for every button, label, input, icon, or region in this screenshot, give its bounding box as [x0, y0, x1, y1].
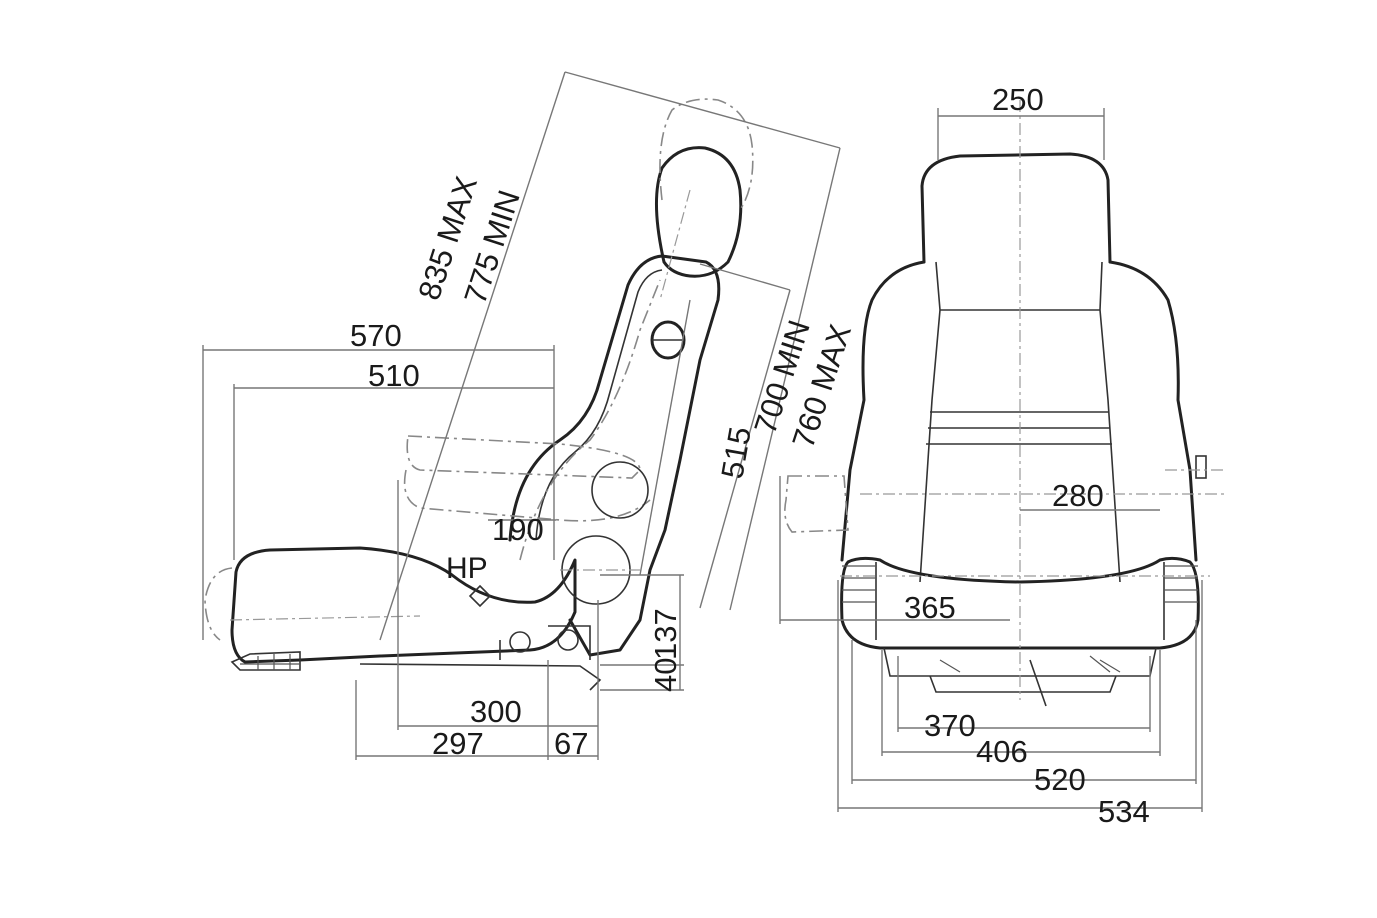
front-left-bolster [842, 565, 876, 603]
hp-label: HP [446, 552, 488, 585]
front-armrest-phantom [784, 475, 849, 533]
side-view: 570 510 835 MAX 775 MIN 700 MIN 760 MAX … [202, 71, 858, 761]
side-bolt-2 [557, 629, 579, 651]
side-armrest-phantom-2 [403, 469, 651, 522]
side-recliner-knob [561, 535, 631, 605]
side-headrest [655, 146, 743, 278]
dim-67-label: 67 [554, 726, 588, 761]
side-centerline-1 [229, 615, 421, 621]
side-slide-lever [230, 651, 301, 671]
dim-370-label: 370 [924, 708, 976, 743]
side-backrest-phantom [519, 279, 661, 561]
front-base-hatch [939, 655, 1121, 673]
dim-515-label: 515 [714, 424, 757, 481]
front-headrest [920, 152, 1112, 264]
side-slide-hatch [240, 654, 300, 670]
dim-534-label: 534 [1098, 794, 1150, 829]
front-backrest [840, 260, 1198, 562]
side-hp-marker [468, 584, 492, 608]
side-cushion-phantom [204, 567, 233, 641]
front-seat-cushion [840, 556, 1200, 650]
side-seat-base [359, 625, 602, 691]
dim-570-label: 570 [350, 318, 402, 353]
front-backrest-inner [919, 261, 1121, 583]
side-seat-cushion [230, 546, 577, 664]
dim-365-label: 365 [904, 590, 956, 625]
dim-137-label: 137 [648, 608, 683, 660]
front-cushion-top [875, 562, 1165, 640]
dim-190-label: 190 [492, 512, 544, 547]
front-side-knob [1195, 455, 1207, 479]
dim-280-label: 280 [1052, 478, 1104, 513]
dim-40-label: 40 [648, 658, 683, 692]
dim-297-label: 297 [432, 726, 484, 761]
side-bolt-1 [509, 631, 531, 653]
dim-520-label: 520 [1034, 762, 1086, 797]
side-dimension-lines [202, 71, 841, 760]
side-backrest [508, 254, 721, 657]
front-lever [1029, 659, 1047, 707]
front-right-bolster [1164, 565, 1198, 603]
front-dimension-lines [779, 108, 1203, 812]
side-headrest-raised [659, 98, 754, 211]
dim-510-label: 510 [368, 358, 420, 393]
side-backrest-seam [535, 269, 663, 541]
side-armrest-phantom [406, 435, 641, 479]
side-recliner-hub [591, 461, 649, 519]
dim-250-label: 250 [992, 82, 1044, 117]
dim-406-label: 406 [976, 734, 1028, 769]
dim-300-label: 300 [470, 694, 522, 729]
side-centerline-2 [659, 189, 691, 301]
front-view: 250 280 365 370 406 520 534 [779, 82, 1225, 829]
